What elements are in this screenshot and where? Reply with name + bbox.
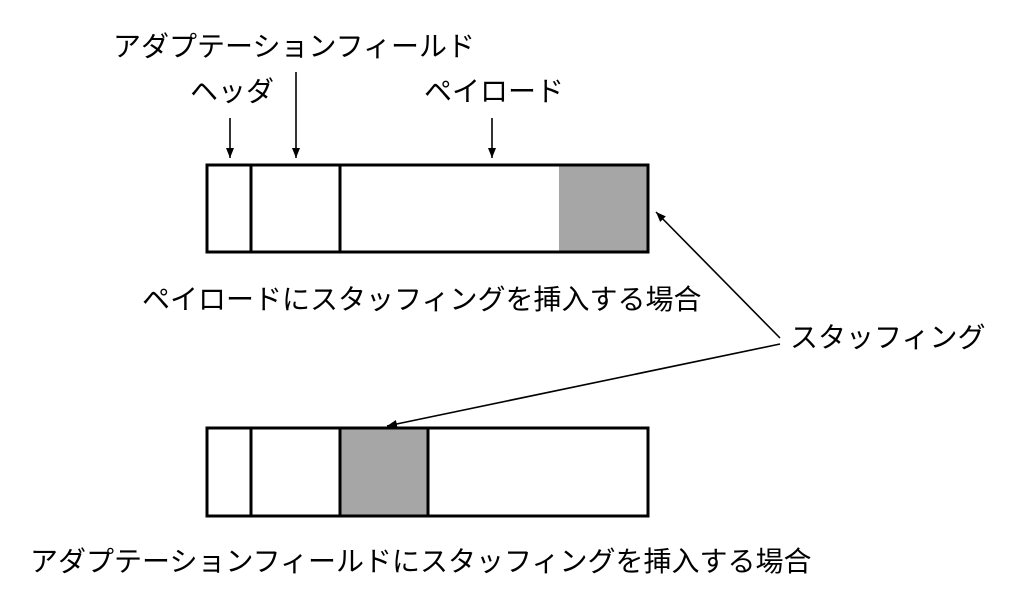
adaptation-stuffing-caption: アダプテーションフィールドにスタッフィングを挿入する場合 — [30, 545, 812, 578]
packet-outline-top — [205, 163, 650, 254]
adaptation-field-label: アダプテーションフィールド — [113, 30, 476, 63]
payload-stuffing-caption: ペイロードにスタッフィングを挿入する場合 — [142, 283, 702, 316]
header-label: ヘッダ — [190, 75, 275, 108]
stuffing-arrow-top — [655, 211, 781, 339]
stuffing-block-payload — [559, 165, 648, 252]
stuffing-block-adaptation — [340, 428, 428, 516]
packet-payload-stuffing — [205, 163, 650, 254]
payload-label: ペイロード — [424, 75, 565, 108]
packet-adaptation-stuffing — [205, 426, 650, 518]
stuffing-label: スタッフィング — [790, 321, 986, 354]
stuffing-arrow-bottom — [386, 343, 781, 428]
